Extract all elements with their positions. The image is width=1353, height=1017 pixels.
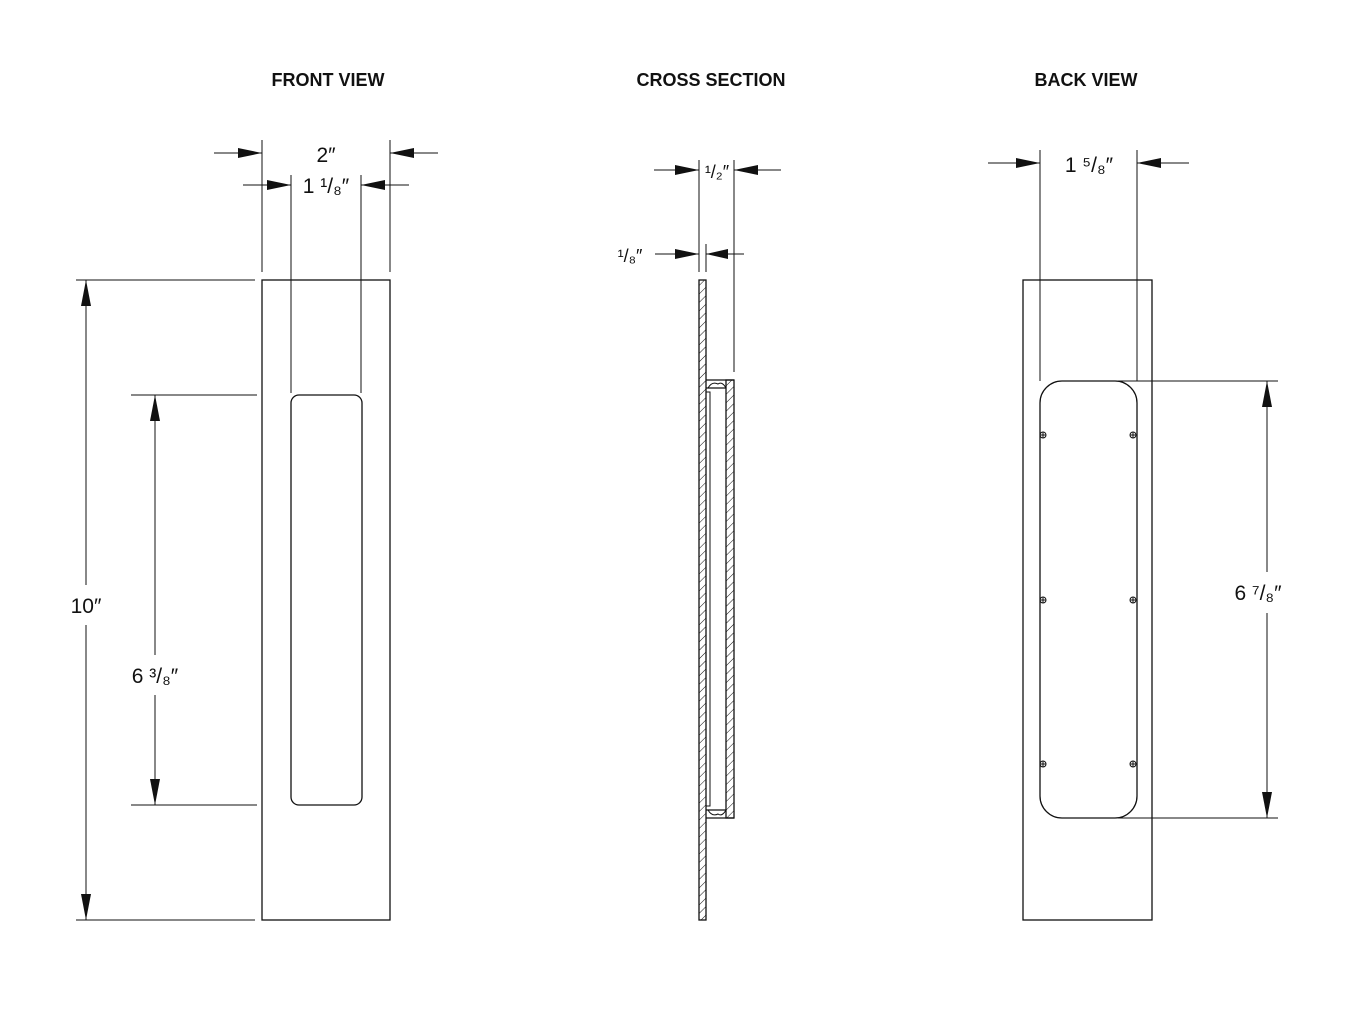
cross-section-title: CROSS SECTION — [636, 70, 785, 90]
cross-plate — [698, 279, 707, 921]
screw-icon — [1039, 431, 1137, 768]
front-inner-height-dimension: 6 ³/₈″ — [131, 394, 257, 806]
front-inner-width-label: 1 ¹/₈″ — [303, 175, 350, 198]
front-inner-width-dimension: 1 ¹/₈″ — [243, 175, 409, 198]
back-view: 1 ⁵/₈″ 6 ⁷/₈″ — [988, 150, 1282, 921]
back-plate-outline — [1022, 279, 1153, 921]
front-view-title: FRONT VIEW — [272, 70, 385, 90]
front-height-label: 10″ — [71, 595, 102, 618]
back-width-dimension: 1 ⁵/₈″ — [988, 154, 1189, 177]
front-view: 2″ 1 ¹/₈″ 10″ 6 ³/₈″ — [71, 140, 438, 921]
back-width-label: 1 ⁵/₈″ — [1065, 154, 1114, 177]
back-view-title: BACK VIEW — [1035, 70, 1138, 90]
back-height-dimension: 6 ⁷/₈″ — [1118, 380, 1282, 819]
cross-depth-label: ¹/₂″ — [705, 162, 730, 182]
back-height-label: 6 ⁷/₈″ — [1234, 582, 1282, 605]
cross-section-view: ¹/₂″ ¹/₈″ — [618, 160, 781, 921]
front-inner-height-label: 6 ³/₈″ — [132, 665, 179, 688]
front-width-dimension: 2″ — [214, 144, 438, 167]
front-width-label: 2″ — [316, 144, 336, 167]
cross-plate-dimension: ¹/₈″ — [618, 246, 744, 266]
front-height-dimension: 10″ — [71, 279, 255, 921]
cross-plate-label: ¹/₈″ — [618, 246, 643, 266]
front-plate-outline — [261, 279, 391, 921]
front-recess-outline — [290, 394, 363, 806]
cross-cup-wall — [725, 379, 735, 819]
back-cup-outline — [1039, 380, 1138, 819]
cross-depth-dimension: ¹/₂″ — [654, 162, 781, 182]
